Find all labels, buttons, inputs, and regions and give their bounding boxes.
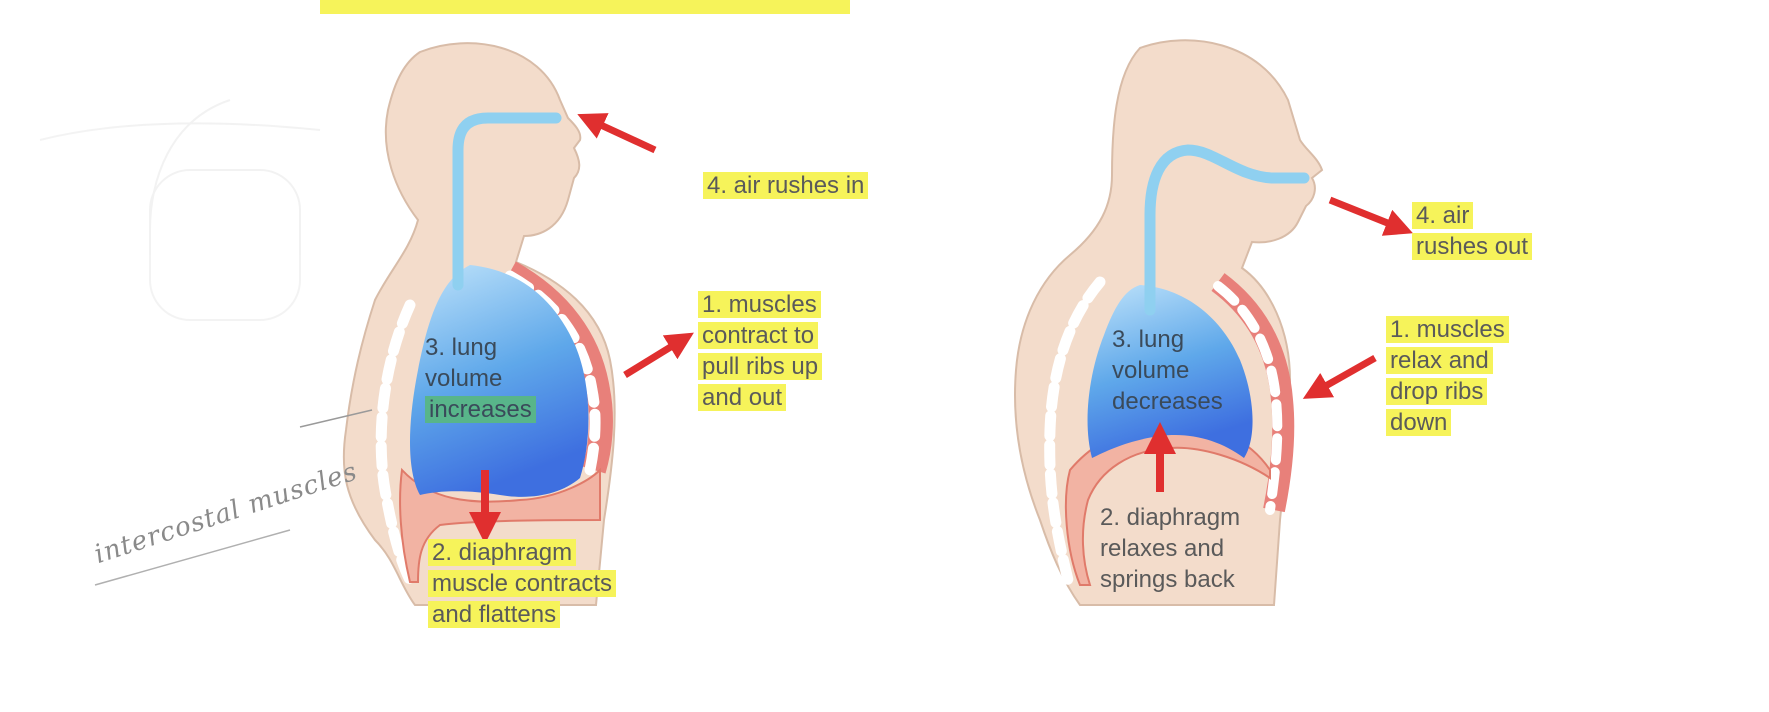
inhale-air-in-arrow bbox=[590, 120, 655, 150]
inhale-diaphragm-label: 2. diaphragm muscle contracts and flatte… bbox=[428, 537, 616, 630]
exhale-ribs-in-arrow bbox=[1315, 358, 1375, 392]
inhale-air-label: 4. air rushes in bbox=[703, 170, 868, 201]
exhale-air-out-arrow bbox=[1330, 200, 1400, 228]
exhale-diaphragm-label: 2. diaphragm relaxes and springs back bbox=[1100, 502, 1240, 595]
inhale-ribs-out-arrow bbox=[625, 340, 682, 375]
inhale-muscles-label: 1. muscles contract to pull ribs up and … bbox=[698, 289, 822, 413]
top-highlight-strip bbox=[320, 0, 850, 14]
exhale-lung-label: 3. lung volume decreases bbox=[1112, 324, 1223, 417]
inhale-lung-label: 3. lung volume increases bbox=[425, 332, 536, 425]
inhale-figure bbox=[344, 43, 615, 605]
background-sketch bbox=[40, 100, 320, 320]
exhale-air-label: 4. air rushes out bbox=[1412, 200, 1532, 262]
exhale-muscles-label: 1. muscles relax and drop ribs down bbox=[1386, 314, 1509, 438]
